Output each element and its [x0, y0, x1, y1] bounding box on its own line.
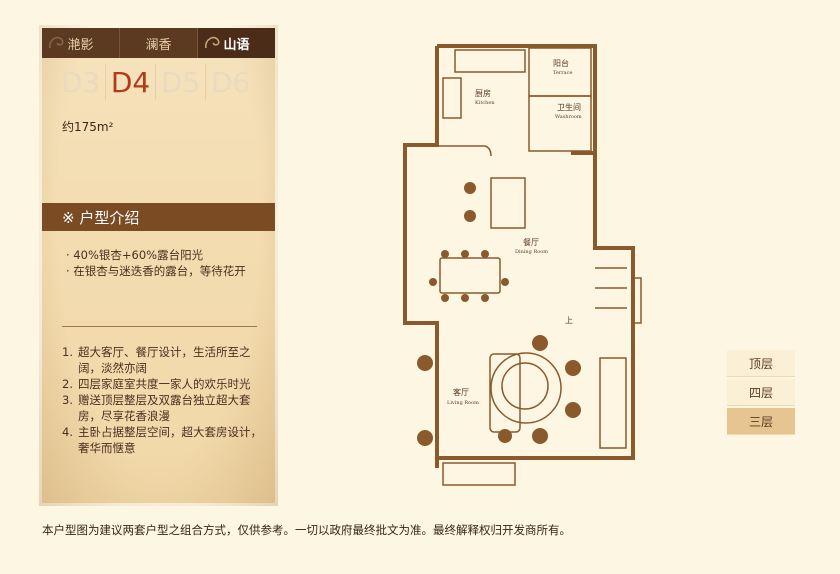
- section-header: ※ 户型介绍: [42, 203, 275, 231]
- item-num: 2.: [62, 377, 73, 391]
- series-tabs: 滟影 澜香 山语: [42, 28, 275, 58]
- floor-3-button[interactable]: 三层: [727, 408, 795, 435]
- intro-text: · 40%银杏+60%露台阳光 · 在银杏与迷迭香的露台，等待花开: [66, 247, 246, 279]
- living-label: 客厅: [453, 387, 469, 397]
- dining-en-label: Dining Room: [515, 249, 548, 255]
- list-item: 2. 四层家庭室共度一家人的欢乐时光: [62, 376, 262, 392]
- section-title: ※ 户型介绍: [62, 208, 140, 227]
- floor-plan: 厨房 Kitchen 阳台 Terrace 卫生间 Washroom 餐厅 Di…: [403, 44, 642, 486]
- floor-4-button[interactable]: 四层: [727, 379, 795, 406]
- tab-label: 滟影: [67, 37, 94, 53]
- intro-line: · 在银杏与迷迭香的露台，等待花开: [66, 264, 246, 278]
- unit-selector: D3 D4 D5 D6: [56, 64, 255, 100]
- floor-top-button[interactable]: 顶层: [727, 350, 795, 377]
- list-item: 1. 超大客厅、餐厅设计，生活所至之阔，淡然亦阔: [62, 344, 262, 376]
- feature-list: 1. 超大客厅、餐厅设计，生活所至之阔，淡然亦阔 2. 四层家庭室共度一家人的欢乐时…: [62, 344, 262, 456]
- left-panel: [39, 25, 278, 506]
- swirl-icon: [49, 36, 64, 49]
- unit-d4[interactable]: D4: [106, 64, 156, 100]
- item-text: 主卧占据整层空间，超大套房设计，奢华而惬意: [78, 425, 262, 455]
- unit-d6[interactable]: D6: [210, 65, 251, 99]
- floor-selector: 顶层 四层 三层: [727, 350, 795, 437]
- disclaimer: 本户型图为建议两套户型之组合方式，仅供参考。一切以政府最终批文为准。最终解释权归…: [42, 523, 571, 537]
- area-label: 约175m²: [62, 120, 114, 134]
- item-num: 3.: [62, 393, 73, 407]
- tab-shanyu[interactable]: 山语: [198, 28, 275, 58]
- item-text: 赠送顶层整层及双露台独立超大套房，尽享花香浪漫: [78, 393, 251, 423]
- intro-line: · 40%银杏+60%露台阳光: [66, 248, 204, 262]
- list-item: 4. 主卧占据整层空间，超大套房设计，奢华而惬意: [62, 424, 262, 456]
- terrace-en-label: Terrace: [553, 70, 572, 76]
- unit-d3[interactable]: D3: [56, 64, 106, 100]
- item-num: 1.: [62, 345, 73, 359]
- tab-lanxiang[interactable]: 澜香: [120, 28, 198, 58]
- washroom-en-label: Washroom: [555, 114, 582, 120]
- divider: [62, 326, 257, 327]
- living-en-label: Living Room: [447, 400, 479, 406]
- item-text: 四层家庭室共度一家人的欢乐时光: [78, 377, 251, 391]
- swirl-icon: [205, 36, 220, 49]
- list-item: 3. 赠送顶层整层及双露台独立超大套房，尽享花香浪漫: [62, 392, 262, 424]
- dining-label: 餐厅: [523, 238, 539, 247]
- stair-label: 上: [565, 316, 573, 325]
- kitchen-en-label: Kitchen: [475, 100, 495, 106]
- washroom-label: 卫生间: [557, 102, 581, 112]
- tab-label: 山语: [223, 37, 250, 53]
- tab-yanying[interactable]: 滟影: [42, 28, 120, 58]
- terrace-label: 阳台: [553, 58, 569, 68]
- item-text: 超大客厅、餐厅设计，生活所至之阔，淡然亦阔: [78, 345, 251, 375]
- tab-label: 澜香: [145, 37, 172, 53]
- kitchen-label: 厨房: [475, 88, 491, 98]
- unit-d5[interactable]: D5: [156, 64, 206, 100]
- item-num: 4.: [62, 425, 73, 439]
